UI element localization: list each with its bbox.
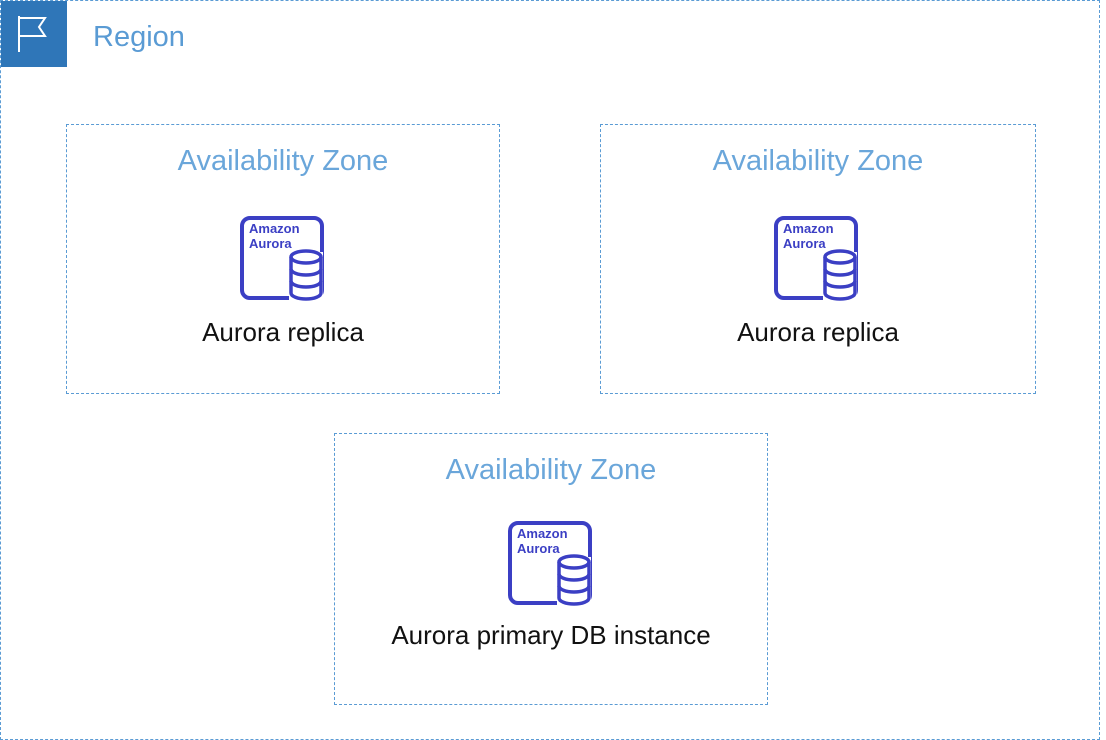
region-label: Region — [93, 21, 185, 53]
flag-icon — [18, 16, 47, 52]
amazon-aurora-icon: Amazon Aurora — [508, 521, 592, 606]
region-badge — [1, 1, 67, 67]
availability-zone-1: Availability Zone Amazon Aurora Aurora r… — [66, 124, 500, 394]
database-cylinder-icon — [823, 249, 857, 301]
instance-label: Aurora replica — [737, 317, 899, 347]
amazon-aurora-icon: Amazon Aurora — [240, 216, 324, 301]
database-cylinder-icon — [289, 249, 323, 301]
icon-text-amazon: Amazon — [517, 526, 568, 541]
icon-text-aurora: Aurora — [249, 236, 292, 251]
database-cylinder-icon — [557, 554, 591, 606]
availability-zone-3: Availability Zone Amazon Aurora Aurora p… — [334, 433, 768, 705]
icon-text-aurora: Aurora — [517, 541, 560, 556]
availability-zone-2: Availability Zone Amazon Aurora Aurora r… — [600, 124, 1036, 394]
icon-text-amazon: Amazon — [783, 221, 834, 236]
availability-zone-title: Availability Zone — [177, 145, 389, 177]
icon-text-aurora: Aurora — [783, 236, 826, 251]
icon-text-amazon: Amazon — [249, 221, 300, 236]
availability-zone-title: Availability Zone — [445, 454, 657, 486]
availability-zone-title: Availability Zone — [712, 145, 924, 177]
instance-label: Aurora replica — [202, 317, 364, 347]
amazon-aurora-icon: Amazon Aurora — [774, 216, 858, 301]
instance-label: Aurora primary DB instance — [391, 620, 711, 650]
